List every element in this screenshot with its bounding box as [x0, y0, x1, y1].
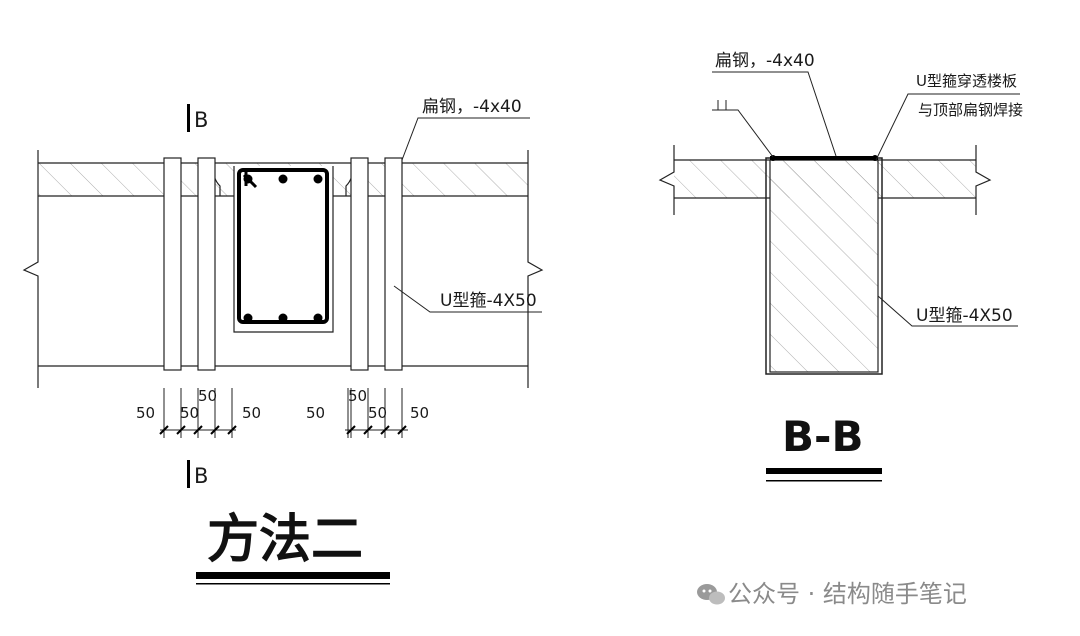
section-mark-bottom: B [187, 460, 208, 488]
right-u-hoop-label: U型箍-4X50 [916, 306, 1013, 326]
left-u-hoop-label: U型箍-4X50 [440, 291, 537, 311]
svg-text:50: 50 [410, 404, 429, 422]
dimension-slashes [159, 425, 407, 435]
left-title: 方法二 [207, 510, 363, 570]
svg-text:50: 50 [198, 387, 217, 405]
right-section-view [658, 145, 992, 375]
right-leaders [712, 71, 1020, 327]
wechat-icon [697, 584, 725, 605]
left-elevation-view [22, 150, 544, 388]
right-title-underline-thin [766, 480, 882, 482]
svg-text:B: B [194, 464, 208, 488]
right-note-line1: U型箍穿透楼板 [916, 72, 1017, 90]
left-leaders [393, 117, 542, 313]
rebar-group [243, 174, 323, 323]
dimension-texts-group2: 50 50 50 50 [306, 387, 429, 422]
dimension-texts-group1: 50 50 50 50 [136, 387, 261, 422]
left-title-underline-thick [196, 572, 390, 579]
right-flat-steel-label: 扁钢，-4x40 [715, 51, 815, 71]
svg-text:B: B [194, 108, 208, 132]
section-mark-top: B [187, 104, 208, 132]
svg-text:50: 50 [368, 404, 387, 422]
left-title-underline-thin [196, 583, 390, 585]
left-flat-steel-label: 扁钢，-4x40 [422, 97, 522, 117]
right-title: B-B [782, 412, 863, 461]
watermark-text: 公众号 · 结构随手笔记 [728, 580, 967, 608]
watermark: 公众号 · 结构随手笔记 [697, 580, 967, 608]
right-title-underline-thick [766, 468, 882, 474]
svg-text:50: 50 [136, 404, 155, 422]
svg-text:50: 50 [180, 404, 199, 422]
svg-text:50: 50 [242, 404, 261, 422]
right-note-line2: 与顶部扁钢焊接 [918, 101, 1023, 119]
svg-text:50: 50 [306, 404, 325, 422]
svg-text:50: 50 [348, 387, 367, 405]
